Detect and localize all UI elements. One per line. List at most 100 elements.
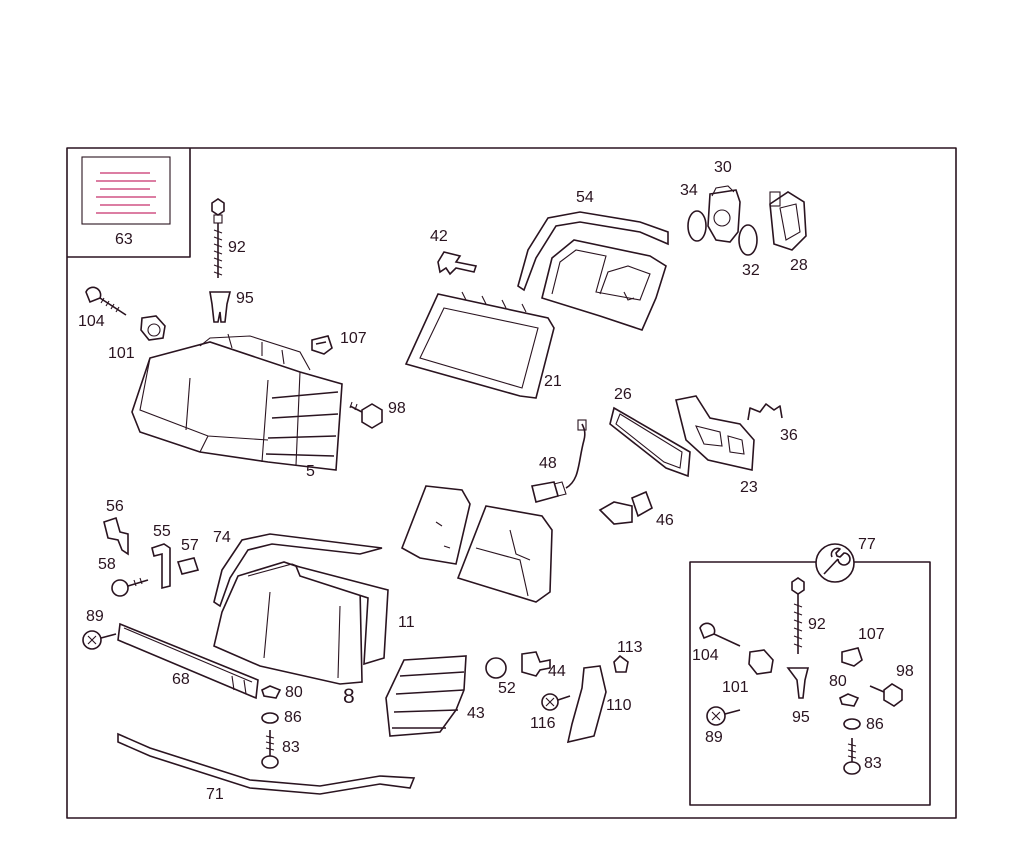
callout-89: 89 bbox=[86, 608, 104, 625]
callout-43: 43 bbox=[467, 705, 485, 722]
lamp-unit-right bbox=[456, 505, 553, 603]
callout-30: 30 bbox=[714, 159, 732, 176]
inset-bolt-92 bbox=[791, 577, 805, 654]
inset-screw-89 bbox=[706, 706, 741, 726]
callout-92: 92 bbox=[228, 239, 246, 256]
inset-clip-107 bbox=[841, 647, 863, 667]
clip-95 bbox=[209, 291, 232, 323]
callout-63: 63 bbox=[115, 231, 133, 248]
bolt-83 bbox=[261, 730, 279, 769]
callout-28: 28 bbox=[790, 257, 808, 274]
callout-46: 46 bbox=[656, 512, 674, 529]
callout-107: 107 bbox=[340, 330, 367, 347]
callout-26: 26 bbox=[614, 386, 632, 403]
clip-57 bbox=[176, 557, 200, 575]
bracket-23 bbox=[675, 395, 755, 471]
clip-42 bbox=[437, 251, 478, 276]
ring-34 bbox=[687, 210, 707, 242]
clip-80 bbox=[261, 685, 282, 699]
clip-107 bbox=[311, 335, 333, 355]
callout-42: 42 bbox=[430, 228, 448, 245]
inset-bolt-83 bbox=[843, 738, 861, 775]
screw-98 bbox=[349, 401, 383, 429]
inset-callout-80: 80 bbox=[829, 673, 847, 690]
inset-bolt-104 bbox=[699, 622, 741, 647]
trim-74 bbox=[213, 533, 383, 608]
callout-54: 54 bbox=[576, 189, 594, 206]
bulb-48 bbox=[531, 419, 587, 503]
inset-nut-101 bbox=[748, 649, 774, 675]
bulb-46 bbox=[598, 490, 653, 525]
callout-98: 98 bbox=[388, 400, 406, 417]
inset-clip-80 bbox=[839, 693, 860, 707]
callout-104: 104 bbox=[78, 313, 105, 330]
inset-callout-92: 92 bbox=[808, 616, 826, 633]
headlamp-5 bbox=[131, 333, 343, 471]
frame-21 bbox=[404, 291, 555, 399]
callout-110: 110 bbox=[606, 697, 632, 714]
callout-101: 101 bbox=[108, 345, 135, 362]
callout-34: 34 bbox=[680, 182, 698, 199]
wrench-icon bbox=[815, 543, 855, 583]
trim-71 bbox=[117, 732, 416, 795]
gasket-11 bbox=[294, 564, 389, 666]
callout-86: 86 bbox=[284, 709, 302, 726]
callout-52: 52 bbox=[498, 680, 516, 697]
callout-32: 32 bbox=[742, 262, 760, 279]
gasket-26 bbox=[609, 406, 691, 478]
callout-36: 36 bbox=[780, 427, 798, 444]
callout-116: 116 bbox=[530, 715, 556, 732]
seal-54 bbox=[517, 211, 669, 292]
inset-callout-104: 104 bbox=[692, 647, 719, 664]
inset-callout-98: 98 bbox=[896, 663, 914, 680]
callout-5: 5 bbox=[306, 463, 315, 480]
inset-clip-95 bbox=[786, 667, 810, 699]
callout-8: 8 bbox=[343, 685, 355, 708]
washer-86 bbox=[261, 712, 279, 724]
indicator-43 bbox=[385, 655, 467, 737]
callout-44: 44 bbox=[548, 663, 566, 680]
cap-28 bbox=[769, 191, 807, 251]
callout-48: 48 bbox=[539, 455, 557, 472]
bolt-104 bbox=[85, 286, 127, 316]
callout-56: 56 bbox=[106, 498, 124, 515]
bulb-holder-30 bbox=[707, 185, 741, 243]
bracket-56 bbox=[103, 516, 129, 556]
screw-116 bbox=[541, 693, 571, 711]
callout-95: 95 bbox=[236, 290, 254, 307]
ring-32 bbox=[738, 224, 758, 256]
bracket-110 bbox=[566, 665, 607, 744]
callout-71: 71 bbox=[206, 786, 224, 803]
inset-callout-107: 107 bbox=[858, 626, 885, 643]
strip-68 bbox=[117, 622, 259, 700]
callout-83: 83 bbox=[282, 739, 300, 756]
callout-113: 113 bbox=[617, 639, 643, 656]
screw-89 bbox=[82, 630, 117, 650]
callout-80: 80 bbox=[285, 684, 303, 701]
inset-screw-98 bbox=[869, 683, 903, 707]
inset-callout-89: 89 bbox=[705, 729, 723, 746]
clip-113 bbox=[613, 654, 629, 673]
inset-callout-83: 83 bbox=[864, 755, 882, 772]
inset-washer-86 bbox=[843, 718, 861, 730]
callout-68: 68 bbox=[172, 671, 190, 688]
bracket-55 bbox=[151, 543, 171, 590]
callout-58: 58 bbox=[98, 556, 116, 573]
inset-callout-95: 95 bbox=[792, 709, 810, 726]
diagram-frame bbox=[66, 147, 957, 819]
inset-callout-101: 101 bbox=[722, 679, 749, 696]
callout-21: 21 bbox=[544, 373, 562, 390]
socket-44 bbox=[521, 651, 551, 677]
callout-77: 77 bbox=[858, 536, 876, 553]
legend-box bbox=[67, 148, 191, 258]
callout-55: 55 bbox=[153, 523, 171, 540]
callout-57: 57 bbox=[181, 537, 199, 554]
inset-callout-86: 86 bbox=[866, 716, 884, 733]
bulb-52 bbox=[485, 657, 507, 679]
spring-clip-36 bbox=[747, 403, 783, 421]
callout-23: 23 bbox=[740, 479, 758, 496]
bolt-92 bbox=[211, 198, 225, 278]
callout-11: 11 bbox=[398, 614, 415, 631]
lamp-unit-left bbox=[401, 485, 471, 565]
